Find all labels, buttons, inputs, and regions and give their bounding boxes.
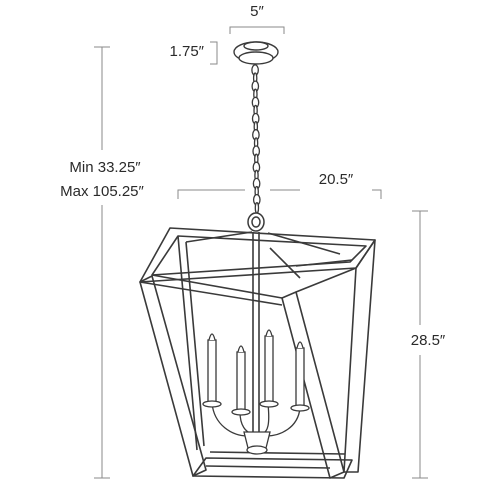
lantern-frame (139, 227, 376, 479)
candle-bulb (237, 345, 245, 353)
candle-sleeve (236, 351, 246, 411)
fixture-height-label: 28.5″ (411, 332, 446, 349)
post-back-right (343, 239, 376, 473)
canopy-width-label: 5″ (250, 3, 264, 20)
candle-bobeche (231, 408, 251, 416)
post-front-right (281, 291, 345, 479)
fixture-width-line-end (372, 189, 382, 199)
overall-min-label: Min 33.25″ (69, 159, 141, 176)
candle-sleeve (295, 347, 305, 407)
candle-sleeve (207, 339, 217, 403)
canopy-height-bracket (210, 41, 218, 65)
candle-arm (265, 407, 301, 437)
candle-bobeche (202, 400, 222, 408)
candle-sleeve (264, 335, 274, 403)
canopy-width-bracket (229, 26, 285, 34)
canopy (233, 41, 279, 65)
candle-arm (261, 403, 270, 435)
canopy-top (243, 41, 269, 51)
post-front-left (139, 275, 207, 477)
dimension-lines (94, 26, 428, 479)
fixture-width-label: 20.5″ (319, 171, 354, 188)
candle-bobeche (290, 404, 310, 412)
candle-arm (211, 402, 249, 437)
candle-cluster (202, 329, 310, 455)
dimension-labels: 5″ 1.75″ Min 33.25″ Max 105.25″ 20.5″ 28… (60, 3, 446, 349)
candle-bulb (265, 329, 273, 337)
bottom-frame-outer (192, 457, 353, 479)
candle-bulb (208, 333, 216, 341)
chain-link (254, 202, 260, 214)
canopy-height-label: 1.75″ (169, 43, 204, 60)
candle-bulb (296, 341, 304, 349)
canopy-base (238, 51, 274, 65)
chain (251, 64, 261, 214)
candle-bobeche (259, 400, 279, 408)
candle-center-finial (246, 445, 268, 455)
top-ring (247, 212, 265, 232)
overall-max-label: Max 105.25″ (60, 183, 144, 200)
fixture-width-line-left (177, 189, 245, 199)
